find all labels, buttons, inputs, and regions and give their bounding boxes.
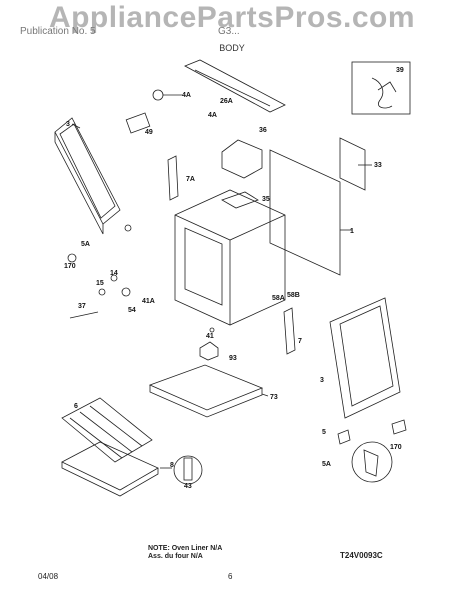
wire-harness-39	[371, 77, 393, 109]
callout: 49	[145, 129, 153, 136]
bracket-26a	[184, 59, 286, 113]
callout: 3	[66, 121, 70, 128]
part-14	[110, 274, 118, 282]
callout: 58B	[287, 292, 300, 299]
section-title: BODY	[219, 43, 245, 53]
note-line-1: NOTE: Oven Liner N/A	[148, 545, 223, 552]
leg-detail-43	[173, 455, 203, 485]
hinge-7a	[167, 155, 179, 201]
part-33	[339, 137, 366, 191]
part-36	[221, 139, 263, 179]
bottom-panel-73	[148, 364, 264, 411]
model-code: G3...	[218, 26, 240, 37]
screw-5	[124, 224, 132, 232]
callout: 1	[350, 228, 354, 235]
part-5a	[67, 253, 77, 263]
hinge-7	[283, 307, 296, 355]
part-54	[121, 287, 131, 297]
note: NOTE: Oven Liner N/A Ass. du four N/A	[148, 545, 222, 561]
callout: 170	[390, 444, 402, 451]
callout: 6	[74, 403, 78, 410]
part-5	[337, 429, 351, 445]
callout: 7A	[186, 176, 195, 183]
callout: 33	[374, 162, 382, 169]
footer-date: 04/08	[38, 572, 59, 581]
callout: 5A	[322, 461, 331, 468]
callout: 4A	[182, 92, 191, 99]
callout: 26A	[220, 98, 233, 105]
part-35	[221, 191, 259, 209]
callout: 15	[96, 280, 104, 287]
callout: 39	[396, 67, 404, 74]
part-170-right	[391, 419, 407, 435]
callout: 35	[262, 196, 270, 203]
diagram-code: T24V0093C	[340, 551, 383, 560]
watermark: AppliancePartsPros.com	[48, 1, 416, 34]
oven-cavity	[174, 189, 286, 326]
callout: 3	[320, 377, 324, 384]
callout: 73	[270, 394, 278, 401]
rod-37	[69, 311, 99, 319]
part-49	[125, 112, 151, 134]
callout: 4A	[208, 112, 217, 119]
publication-label: Publication No. 5	[20, 26, 96, 37]
callout: 41	[206, 333, 214, 340]
part-93	[199, 341, 219, 361]
callout: 7	[298, 338, 302, 345]
callout: 8	[170, 462, 174, 469]
callout: 170	[64, 263, 76, 270]
callout: 14	[110, 270, 118, 277]
body-side-1	[269, 149, 341, 276]
oven-rack-6	[61, 397, 153, 463]
detail-circle-5a	[351, 441, 393, 483]
callout: 37	[78, 303, 86, 310]
callout: 93	[229, 355, 237, 362]
callout: 54	[128, 307, 136, 314]
callout: 41A	[142, 298, 155, 305]
callout: 36	[259, 127, 267, 134]
sensor-4a	[152, 89, 164, 101]
footer-page: 6	[228, 572, 233, 581]
door-panel-3-right	[329, 297, 401, 419]
door-panel-3-left	[54, 117, 121, 225]
inset-box-39	[351, 61, 411, 115]
part-15	[98, 288, 106, 296]
callout: 5A	[81, 241, 90, 248]
screw-41	[209, 327, 215, 333]
callout: 58A	[272, 295, 285, 302]
callout: 5	[322, 429, 326, 436]
callout: 43	[184, 483, 192, 490]
note-line-2: Ass. du four N/A	[148, 553, 203, 560]
